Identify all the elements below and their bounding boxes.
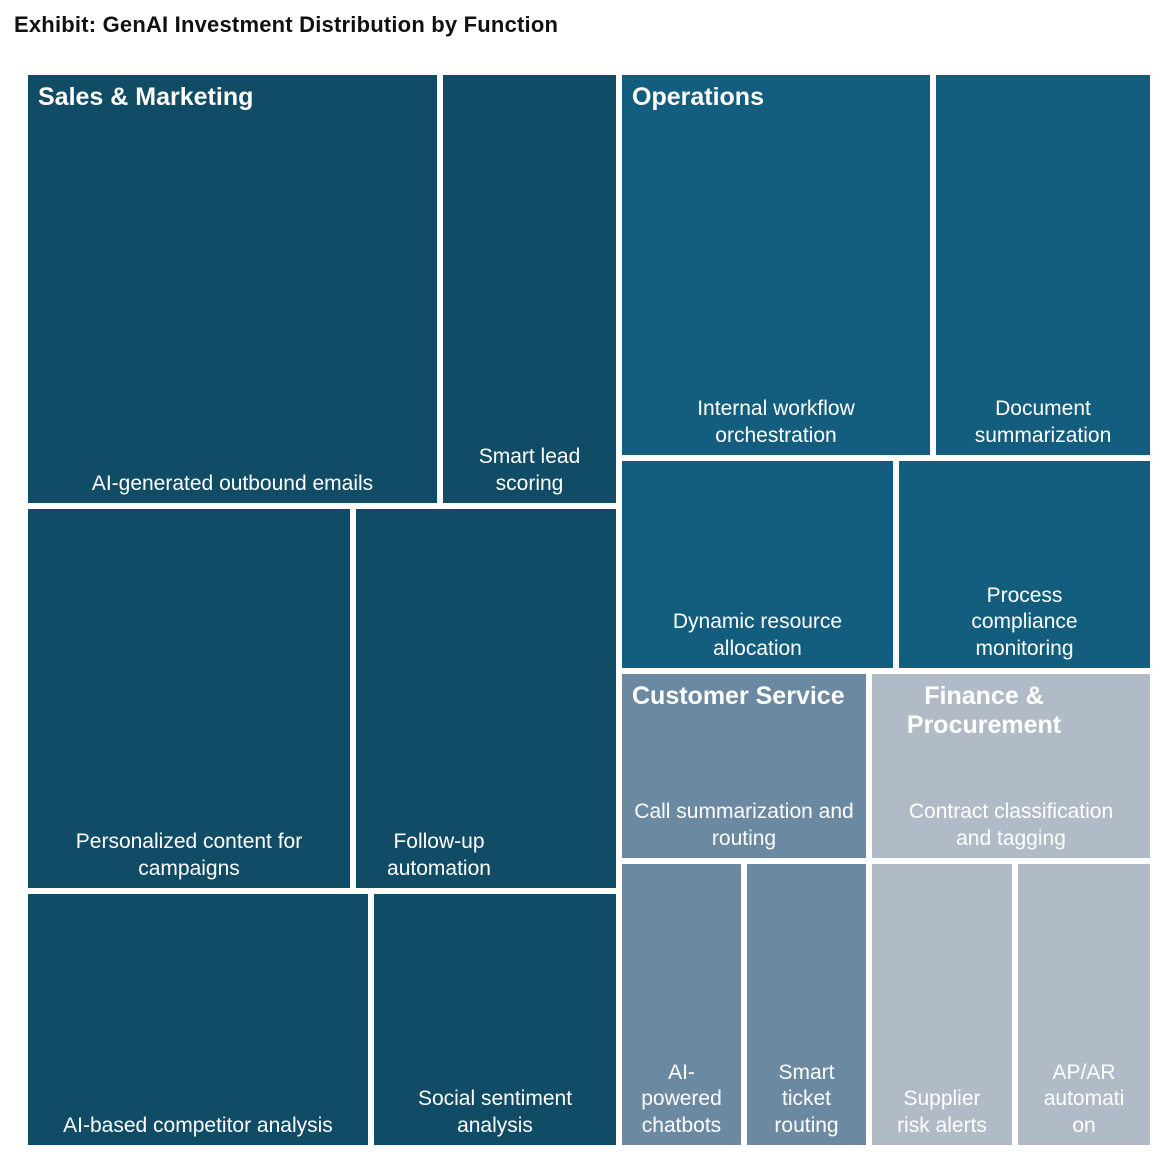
cell-label: Smart lead scoring xyxy=(478,445,581,495)
cell-label: AI-powered chatbots xyxy=(641,1060,722,1137)
cell-label: Process compliance monitoring xyxy=(971,583,1078,660)
treemap-cell-personalized-content-for-campaigns: Personalized content for campaigns xyxy=(28,509,350,888)
cell-label: Call summarization and routing xyxy=(634,800,854,850)
cell-label: Personalized content for campaigns xyxy=(75,830,303,880)
treemap-cell-call-summarization-and-routing: Customer Service Call summarization and … xyxy=(622,674,866,858)
group-label-finance-procurement: Finance & Procurement xyxy=(906,682,1062,739)
treemap-chart: Sales & Marketing AI-generated outbound … xyxy=(28,75,1150,1145)
treemap-cell-ai-generated-outbound-emails: Sales & Marketing AI-generated outbound … xyxy=(28,75,437,503)
treemap-cell-process-compliance-monitoring: Process compliance monitoring xyxy=(899,461,1150,668)
cell-label: Supplier risk alerts xyxy=(897,1087,987,1137)
cell-label: AI-based competitor analysis xyxy=(63,1113,333,1137)
cell-label: Contract classification and tagging xyxy=(908,800,1114,850)
cell-label: Follow-up automation xyxy=(387,830,491,880)
cell-label: Internal workflow orchestration xyxy=(697,397,855,447)
treemap-cell-ap-ar-automation: AP/AR automation xyxy=(1018,864,1150,1145)
treemap-cell-social-sentiment-analysis: Social sentiment analysis xyxy=(374,894,616,1145)
group-label-sales-marketing: Sales & Marketing xyxy=(38,83,254,111)
cell-label: Smart ticket routing xyxy=(774,1060,839,1137)
treemap-cell-dynamic-resource-allocation: Dynamic resource allocation xyxy=(622,461,893,668)
treemap-cell-ai-powered-chatbots: AI-powered chatbots xyxy=(622,864,741,1145)
treemap-cell-smart-lead-scoring: Smart lead scoring xyxy=(443,75,616,503)
group-label-operations: Operations xyxy=(632,83,764,111)
treemap-cell-supplier-risk-alerts: Supplier risk alerts xyxy=(872,864,1012,1145)
cell-label: AI-generated outbound emails xyxy=(91,471,374,495)
treemap-cell-document-summarization: Document summarization xyxy=(936,75,1150,455)
treemap-cell-internal-workflow-orchestration: Operations Internal workflow orchestrati… xyxy=(622,75,930,455)
page-title: Exhibit: GenAI Investment Distribution b… xyxy=(14,12,559,37)
treemap-cell-ai-based-competitor-analysis: AI-based competitor analysis xyxy=(28,894,368,1145)
cell-label: Social sentiment analysis xyxy=(417,1087,573,1137)
treemap-cell-contract-classification-and-tagging: Finance & Procurement Contract classific… xyxy=(872,674,1150,858)
group-label-customer-service: Customer Service xyxy=(632,682,845,710)
cell-label: Document summarization xyxy=(974,397,1112,447)
treemap-cell-smart-ticket-routing: Smart ticket routing xyxy=(747,864,866,1145)
cell-label: AP/AR automation xyxy=(1043,1060,1125,1137)
treemap-cell-follow-up-automation: Follow-up automation xyxy=(356,509,616,888)
cell-label: Dynamic resource allocation xyxy=(672,610,843,660)
